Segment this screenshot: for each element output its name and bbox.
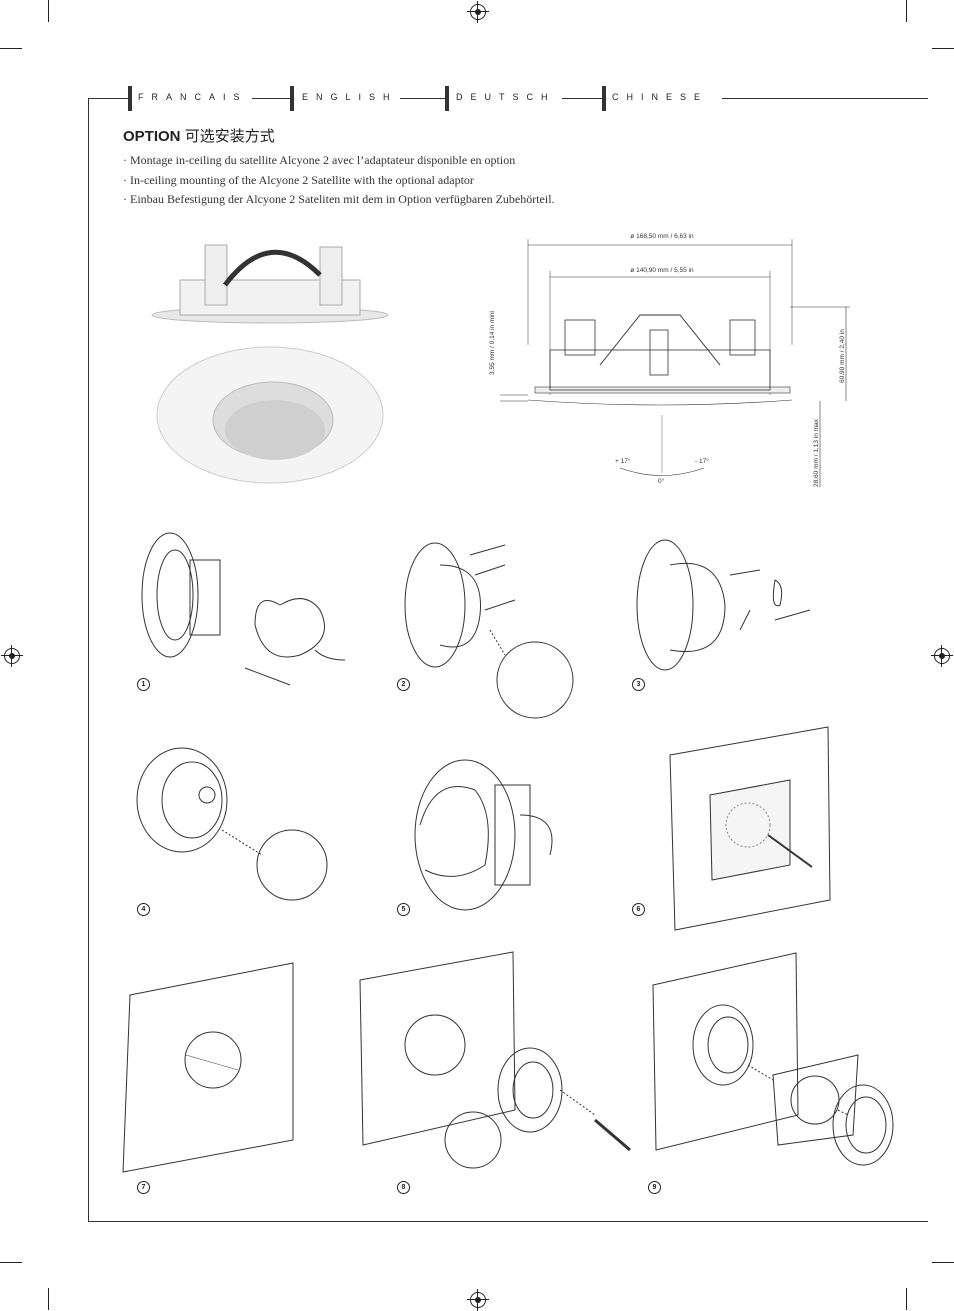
page-title: OPTION 可选安装方式: [123, 127, 275, 145]
lang-deutsch: DEUTSCH: [456, 92, 556, 102]
step-2-badge: 2: [397, 678, 410, 691]
step-5-badge: 5: [397, 903, 410, 916]
dimension-drawing: ø 168,50 mm / 6,63 in ø 140,90 mm / 5,55…: [489, 233, 850, 487]
step-3-illustration: [636, 539, 811, 671]
depth-label: 60,90 mm / 2,40 in: [839, 329, 846, 383]
step-6-illustration: [669, 726, 831, 931]
step-9-illustration: [652, 952, 894, 1166]
step-4-badge: 4: [137, 903, 150, 916]
crop-mark: [48, 1288, 49, 1310]
crop-mark: [932, 48, 954, 49]
language-bar-line: [562, 98, 602, 99]
lang-chinese: CHINESE: [612, 92, 709, 102]
bullet-en: · In-ceiling mounting of the Alcyone 2 S…: [123, 173, 474, 187]
crop-mark: [0, 1262, 22, 1263]
step-1-illustration: [141, 532, 346, 686]
lang-francais: FRANCAIS: [138, 92, 248, 102]
language-divider: [602, 86, 606, 111]
step-2-illustration: [404, 542, 574, 719]
crop-mark: [0, 48, 22, 49]
registration-mark-icon: [467, 1289, 489, 1311]
step-9-badge: 9: [648, 1181, 661, 1194]
step-3-badge: 3: [632, 678, 645, 691]
ceiling-speaker-photo: [156, 346, 384, 484]
step-1-badge: 1: [137, 678, 150, 691]
language-divider: [290, 86, 294, 111]
step-7-illustration: [122, 962, 294, 1173]
crop-mark: [906, 1288, 907, 1310]
registration-mark-icon: [467, 1, 489, 23]
crop-mark: [906, 0, 907, 22]
step-5-illustration: [414, 759, 553, 911]
adaptor-photo: [151, 244, 389, 324]
inner-diameter-label: ø 140,90 mm / 5,55 in: [630, 267, 694, 274]
language-bar-line: [722, 98, 928, 99]
angle-minus-label: - 17°: [695, 457, 709, 465]
frame-bottom: [88, 1221, 928, 1222]
step-6-badge: 6: [632, 903, 645, 916]
flange-label: 3,55 mm / 0,14 in mini: [489, 311, 496, 375]
bullet-fr: · Montage in-ceiling du satellite Alcyon…: [123, 153, 516, 167]
registration-mark-icon: [1, 645, 23, 667]
protrusion-label: 28,60 mm / 1,13 in max: [813, 418, 820, 487]
lang-english: ENGLISH: [302, 92, 398, 102]
step-4-illustration: [136, 747, 328, 901]
language-bar-line: [400, 98, 445, 99]
step-8-badge: 8: [397, 1181, 410, 1194]
step-7-badge: 7: [137, 1181, 150, 1194]
crop-mark: [48, 0, 49, 22]
language-divider: [128, 86, 132, 111]
crop-mark: [932, 1262, 954, 1263]
angle-zero-label: 0°: [658, 477, 665, 485]
frame-left: [88, 98, 89, 1222]
language-divider: [445, 86, 449, 111]
language-bar-line: [252, 98, 290, 99]
step-8-illustration: [359, 951, 631, 1169]
language-bar-line: [88, 98, 128, 99]
outer-diameter-label: ø 168,50 mm / 6,63 in: [630, 233, 694, 240]
bullet-de: · Einbau Befestigung der Alcyone 2 Satel…: [123, 192, 555, 206]
registration-mark-icon: [931, 645, 953, 667]
angle-plus-label: + 17°: [615, 457, 631, 465]
